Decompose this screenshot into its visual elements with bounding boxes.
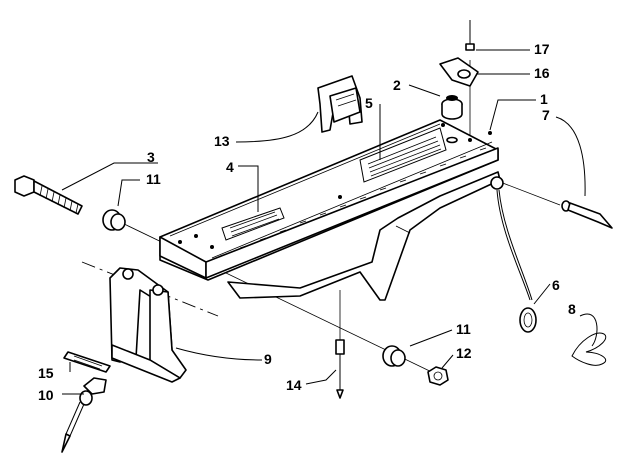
callout-12: 12 bbox=[456, 345, 472, 361]
lanyard-cable bbox=[490, 176, 537, 333]
rivet-bottom bbox=[335, 339, 345, 399]
bushing-right bbox=[382, 345, 406, 367]
hitch-bracket bbox=[109, 267, 187, 383]
callout-11a: 11 bbox=[146, 171, 161, 187]
pin-axis-line bbox=[494, 179, 561, 206]
lock-nut bbox=[427, 366, 449, 386]
callout-4: 4 bbox=[226, 159, 234, 175]
callout-11b: 11 bbox=[456, 321, 471, 337]
retainer-plate bbox=[439, 57, 479, 87]
callout-14: 14 bbox=[286, 377, 302, 393]
top-screw bbox=[465, 20, 475, 51]
hitch-pin bbox=[561, 200, 613, 229]
callout-9: 9 bbox=[264, 351, 272, 367]
callout-16: 16 bbox=[534, 65, 550, 81]
callout-17: 17 bbox=[534, 41, 550, 57]
callout-15: 15 bbox=[38, 365, 54, 381]
warning-decal-5 bbox=[359, 127, 447, 183]
clip-plate bbox=[63, 351, 111, 373]
callout-10: 10 bbox=[38, 387, 54, 403]
leader-lines bbox=[61, 49, 598, 395]
callout-3: 3 bbox=[147, 149, 155, 165]
warning-decal-4 bbox=[221, 207, 285, 241]
wing-pin bbox=[61, 377, 107, 453]
latch-clip bbox=[317, 75, 363, 133]
mounting-plate bbox=[159, 119, 501, 301]
bushing-left bbox=[102, 209, 126, 231]
callout-7: 7 bbox=[542, 107, 550, 123]
bolt bbox=[14, 175, 83, 215]
callout-1: 1 bbox=[540, 91, 548, 107]
callout-8: 8 bbox=[568, 301, 576, 317]
rubber-grommet bbox=[441, 95, 463, 120]
cotter-pin bbox=[571, 332, 607, 366]
callout-5: 5 bbox=[365, 95, 373, 111]
callout-13: 13 bbox=[214, 133, 230, 149]
callout-2: 2 bbox=[393, 77, 401, 93]
callout-6: 6 bbox=[552, 277, 560, 293]
